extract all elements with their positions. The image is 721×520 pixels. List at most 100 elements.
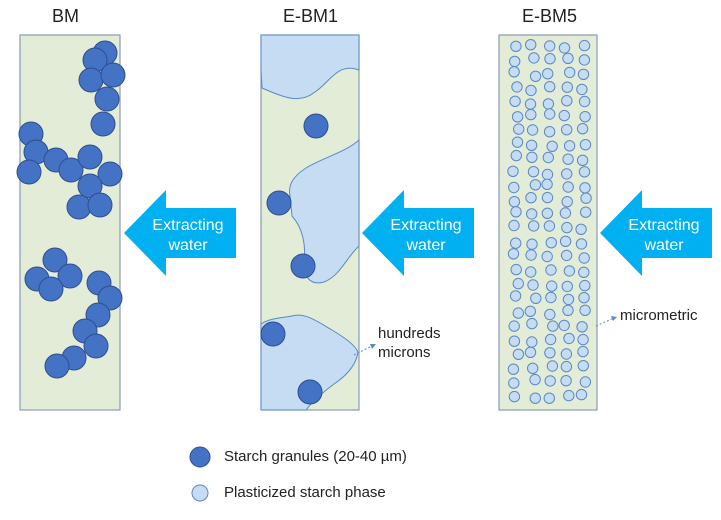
- ebm5-droplet: [578, 39, 591, 52]
- ebm5-droplet: [508, 335, 521, 347]
- ebm5-droplet: [510, 206, 522, 218]
- panel-title-bm: BM: [52, 6, 79, 26]
- ebm5-droplet: [511, 111, 524, 123]
- ebm5-droplet: [509, 55, 521, 68]
- arrow-3-label-line2: water: [643, 237, 684, 254]
- ebm5-droplet: [559, 235, 572, 248]
- ebm1-scale-line2: microns: [378, 344, 431, 361]
- ebm5-droplet: [561, 95, 573, 107]
- ebm5-droplet: [525, 249, 537, 261]
- ebm1-annotation-pointer: [353, 344, 376, 356]
- ebm5-droplet: [562, 181, 574, 193]
- ebm5-droplet: [529, 373, 541, 386]
- ebm5-droplet: [508, 66, 520, 78]
- arrow-1-label-line1: Extracting: [152, 217, 223, 234]
- ebm5-annotation-pointer: [595, 316, 617, 327]
- ebm5-droplet: [544, 108, 556, 120]
- ebm5-droplet: [561, 280, 573, 293]
- ebm5-droplet: [542, 98, 555, 110]
- ebm5-droplet: [543, 220, 556, 232]
- ebm5-droplet: [560, 375, 572, 387]
- ebm5-droplet: [524, 346, 537, 358]
- ebm5-droplet: [578, 166, 591, 178]
- ebm5-droplet: [541, 250, 553, 263]
- ebm1-granule: [266, 190, 292, 216]
- arrow-1-label-line2: water: [167, 237, 208, 254]
- ebm5-droplet: [528, 220, 540, 232]
- ebm5-droplet: [562, 52, 574, 64]
- ebm5-droplet: [513, 123, 525, 135]
- ebm5-droplet: [510, 149, 522, 162]
- ebm5-droplet: [510, 40, 522, 52]
- ebm5-droplet: [529, 392, 541, 404]
- bm-granule: [66, 194, 92, 220]
- ebm5-droplet: [542, 68, 554, 80]
- ebm5-droplet: [547, 320, 559, 332]
- ebm5-droplet: [576, 321, 588, 333]
- ebm5-droplet: [563, 332, 575, 345]
- ebm5-droplet: [576, 154, 589, 167]
- ebm5-droplet: [541, 191, 554, 204]
- ebm1-scale-annotation: hundreds microns: [378, 324, 441, 362]
- ebm5-droplet: [562, 304, 574, 316]
- bm-granule: [58, 157, 84, 183]
- ebm5-droplet: [544, 40, 556, 52]
- ebm5-droplet: [527, 279, 539, 291]
- ebm5-droplet: [526, 151, 538, 164]
- ebm5-droplet: [562, 293, 575, 306]
- arrow-2-label-line2: water: [405, 237, 446, 254]
- ebm5-droplet: [526, 336, 538, 348]
- ebm5-droplet: [508, 196, 521, 208]
- ebm5-droplet: [511, 136, 524, 148]
- bm-granule: [87, 192, 113, 218]
- ebm5-droplet: [544, 53, 556, 65]
- ebm5-droplet: [529, 70, 542, 83]
- ebm1-granule: [303, 113, 329, 139]
- ebm5-droplet: [578, 252, 590, 264]
- ebm5-droplet: [561, 168, 573, 180]
- bm-granule: [90, 111, 116, 137]
- ebm5-droplet: [526, 208, 538, 220]
- bm-granule: [78, 67, 104, 93]
- ebm5-droplet: [560, 360, 573, 373]
- bm-granule: [16, 159, 42, 185]
- ebm5-droplet: [525, 39, 537, 51]
- legend-granules-label: Starch granules (20-40 µm): [224, 448, 407, 465]
- ebm5-droplet: [545, 264, 557, 276]
- bm-granule: [97, 285, 123, 311]
- ebm5-droplet: [544, 333, 557, 346]
- ebm5-droplet: [561, 196, 573, 208]
- panel-title-ebm1: E-BM1: [283, 6, 339, 26]
- ebm5-droplet: [561, 221, 573, 234]
- ebm5-droplet: [563, 389, 575, 402]
- ebm5-droplet: [577, 345, 589, 358]
- ebm5-droplet: [546, 360, 559, 372]
- ebm5-droplet: [525, 139, 538, 152]
- ebm5-droplet: [528, 52, 540, 64]
- bm-granules: [16, 40, 126, 379]
- ebm5-droplet: [512, 307, 524, 319]
- ebm5-droplet: [543, 392, 555, 404]
- ebm5-droplet: [525, 192, 537, 204]
- ebm5-droplet: [561, 81, 573, 93]
- ebm5-droplet: [524, 305, 536, 317]
- ebm5-droplet: [507, 248, 520, 260]
- ebm5-droplet: [508, 377, 520, 389]
- panel-bm: [16, 34, 126, 411]
- arrow-extracting-water-2: Extracting water: [362, 190, 474, 276]
- ebm5-droplet: [527, 362, 539, 374]
- ebm5-droplet: [507, 363, 520, 375]
- ebm1-granule: [290, 253, 316, 279]
- arrow-3-label-line1: Extracting: [628, 217, 699, 234]
- ebm5-droplet: [579, 111, 591, 123]
- ebm5-droplet: [541, 168, 554, 181]
- ebm5-droplet: [525, 266, 537, 278]
- arrow-extracting-water-1: Extracting water: [124, 190, 236, 276]
- bm-granule: [77, 144, 103, 170]
- ebm1-granule: [260, 321, 286, 347]
- ebm5-droplet: [544, 375, 556, 387]
- ebm5-plasticized-droplets: [507, 39, 592, 404]
- ebm5-droplet: [578, 95, 591, 108]
- ebm5-droplet: [577, 68, 590, 81]
